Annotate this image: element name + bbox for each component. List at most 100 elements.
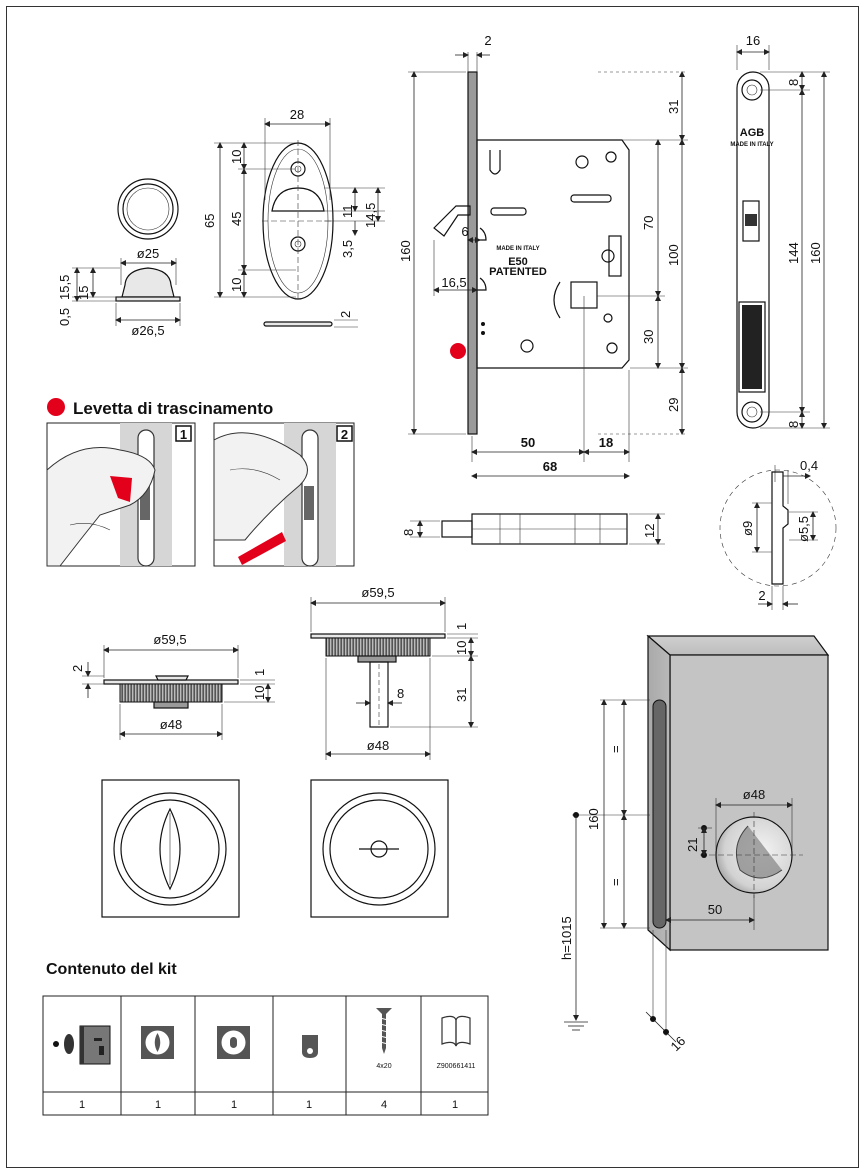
- cup-top-inner: [122, 183, 174, 235]
- door-ref-point: [650, 1016, 656, 1022]
- faceplate-screw-bottom-inner: [746, 406, 758, 418]
- screw-icon: 4x20: [376, 1008, 392, 1070]
- lock-d68-label: 68: [543, 459, 557, 474]
- kit-qty-2: 1: [155, 1099, 161, 1111]
- handle-b-d31-label: 31: [454, 688, 469, 702]
- handle-a-top: [155, 675, 189, 681]
- lock-model-label: E50: [508, 256, 528, 268]
- step-2-tab: [304, 486, 314, 520]
- release-knob-icon: [217, 1026, 250, 1059]
- step-2-badge: [336, 425, 353, 442]
- step-1-tab: [140, 486, 150, 520]
- cup-h1-label: 15,5: [57, 275, 72, 300]
- kit-qty-6: 1: [452, 1099, 458, 1111]
- lock-d29-label: 29: [666, 398, 681, 412]
- lever-step-1-photo: 1: [46, 422, 196, 567]
- kit-section: Contenuto del kit: [42, 961, 489, 1116]
- faceplate-made-label: MADE IN ITALY: [730, 142, 773, 148]
- cup-dia-bot-label: ø26,5: [131, 323, 164, 338]
- faceplate-d8b-label: 8: [786, 421, 801, 428]
- lock-d100-label: 100: [666, 244, 681, 266]
- door-face: [669, 654, 829, 951]
- bolt-tip: [441, 520, 473, 538]
- privacy-rosette-front: [101, 779, 240, 918]
- lock-rivet: [603, 313, 613, 323]
- lock-made-label: MADE IN ITALY: [496, 246, 539, 252]
- door-height-label: h=1015: [559, 916, 574, 960]
- door-hole-dia-label: ø48: [743, 787, 765, 802]
- handle-a-spindle: [153, 701, 189, 709]
- kit-qty-4: 1: [306, 1099, 312, 1111]
- faceplate-brand: AGB: [740, 127, 765, 139]
- handle-b-d10-label: 10: [454, 641, 469, 655]
- manual-code-label: Z900661411: [437, 1063, 476, 1070]
- step-1-arrow: [110, 476, 132, 502]
- section-detail: 0,4 ø9 ø5,5 2: [719, 458, 837, 610]
- rosette-thickness-label: 2: [338, 311, 353, 318]
- lock-d160-label: 160: [398, 240, 413, 262]
- detail-d0-label: 0,4: [800, 458, 818, 473]
- handle-b-flange: [310, 633, 446, 639]
- lock-hook: [477, 227, 487, 241]
- dim-line: [645, 1011, 677, 1043]
- faceplate-d144-label: 144: [786, 242, 801, 264]
- detail-circle: [719, 469, 837, 587]
- lock-case: [476, 139, 630, 369]
- lock-d18-label: 18: [599, 435, 613, 450]
- door-d50-label: 50: [708, 902, 722, 917]
- faceplate-screw-top-inner: [746, 84, 758, 96]
- lock-dot: [481, 322, 485, 326]
- release-rosette-plate: [310, 779, 449, 918]
- rosette-height-label: 65: [202, 214, 217, 228]
- door-eq1-label: =: [608, 745, 623, 753]
- privacy-turn-knob: [159, 807, 181, 891]
- screw-size-label: 4x20: [376, 1063, 391, 1070]
- door-edge-slot: [652, 699, 667, 929]
- lock-rivet: [605, 151, 617, 163]
- release-rosette-outer: [322, 792, 436, 906]
- door-d21-label: 21: [685, 838, 700, 852]
- step-2-hand: [213, 432, 308, 541]
- lock-hook: [477, 277, 487, 291]
- bolt-view: 8 12: [401, 513, 665, 545]
- lock-side-bracket: [608, 235, 622, 277]
- handle-a-base-label: ø48: [160, 717, 182, 732]
- cup-top-hole: [126, 187, 170, 231]
- rosette-d10a-label: 10: [229, 150, 244, 164]
- handle-b-spindle: [369, 661, 389, 728]
- lock-slot-2: [570, 194, 612, 203]
- detail-d9-label: ø9: [740, 521, 755, 536]
- handle-b-d1-label: 1: [454, 623, 469, 630]
- faceplate-outline: [736, 71, 770, 429]
- step-1-number: 1: [180, 427, 187, 442]
- lock-slot-1: [490, 207, 527, 216]
- faceplate-latch-window: [742, 200, 760, 242]
- step-1-hand: [46, 447, 156, 567]
- kit-qty-1: 1: [79, 1099, 85, 1111]
- cup-top-outer: [117, 178, 179, 240]
- lever-position-dot: [450, 343, 466, 359]
- lever-title: Levetta di trascinamento: [73, 399, 273, 418]
- privacy-knob-icon: [141, 1026, 174, 1059]
- door-d160-label: 160: [586, 808, 601, 830]
- handle-a-knurl: [119, 683, 223, 703]
- kit-table: [42, 995, 489, 1116]
- handle-b-knurl: [325, 637, 431, 657]
- privacy-rosette-inner: [120, 799, 220, 899]
- lock-d30-label: 30: [641, 330, 656, 344]
- lever-title-dot: [47, 398, 65, 416]
- cup-h3-label: 0,5: [57, 308, 72, 326]
- lock-d70-label: 70: [641, 216, 656, 230]
- lock-patented-label: PATENTED: [489, 266, 547, 278]
- step-2-hand-line: [229, 468, 281, 481]
- rosette-profile: [263, 321, 333, 327]
- handle-a-d2-label: 2: [70, 665, 85, 672]
- manual-icon: Z900661411: [437, 1015, 476, 1070]
- faceplate-front: AGB MADE IN ITALY 16 8 144 160 8: [730, 33, 830, 429]
- faceplate-d16-label: 16: [746, 33, 760, 48]
- step-2-number: 2: [341, 427, 348, 442]
- step-2-arrow: [238, 532, 286, 565]
- faceplate-screw-bottom: [741, 401, 763, 423]
